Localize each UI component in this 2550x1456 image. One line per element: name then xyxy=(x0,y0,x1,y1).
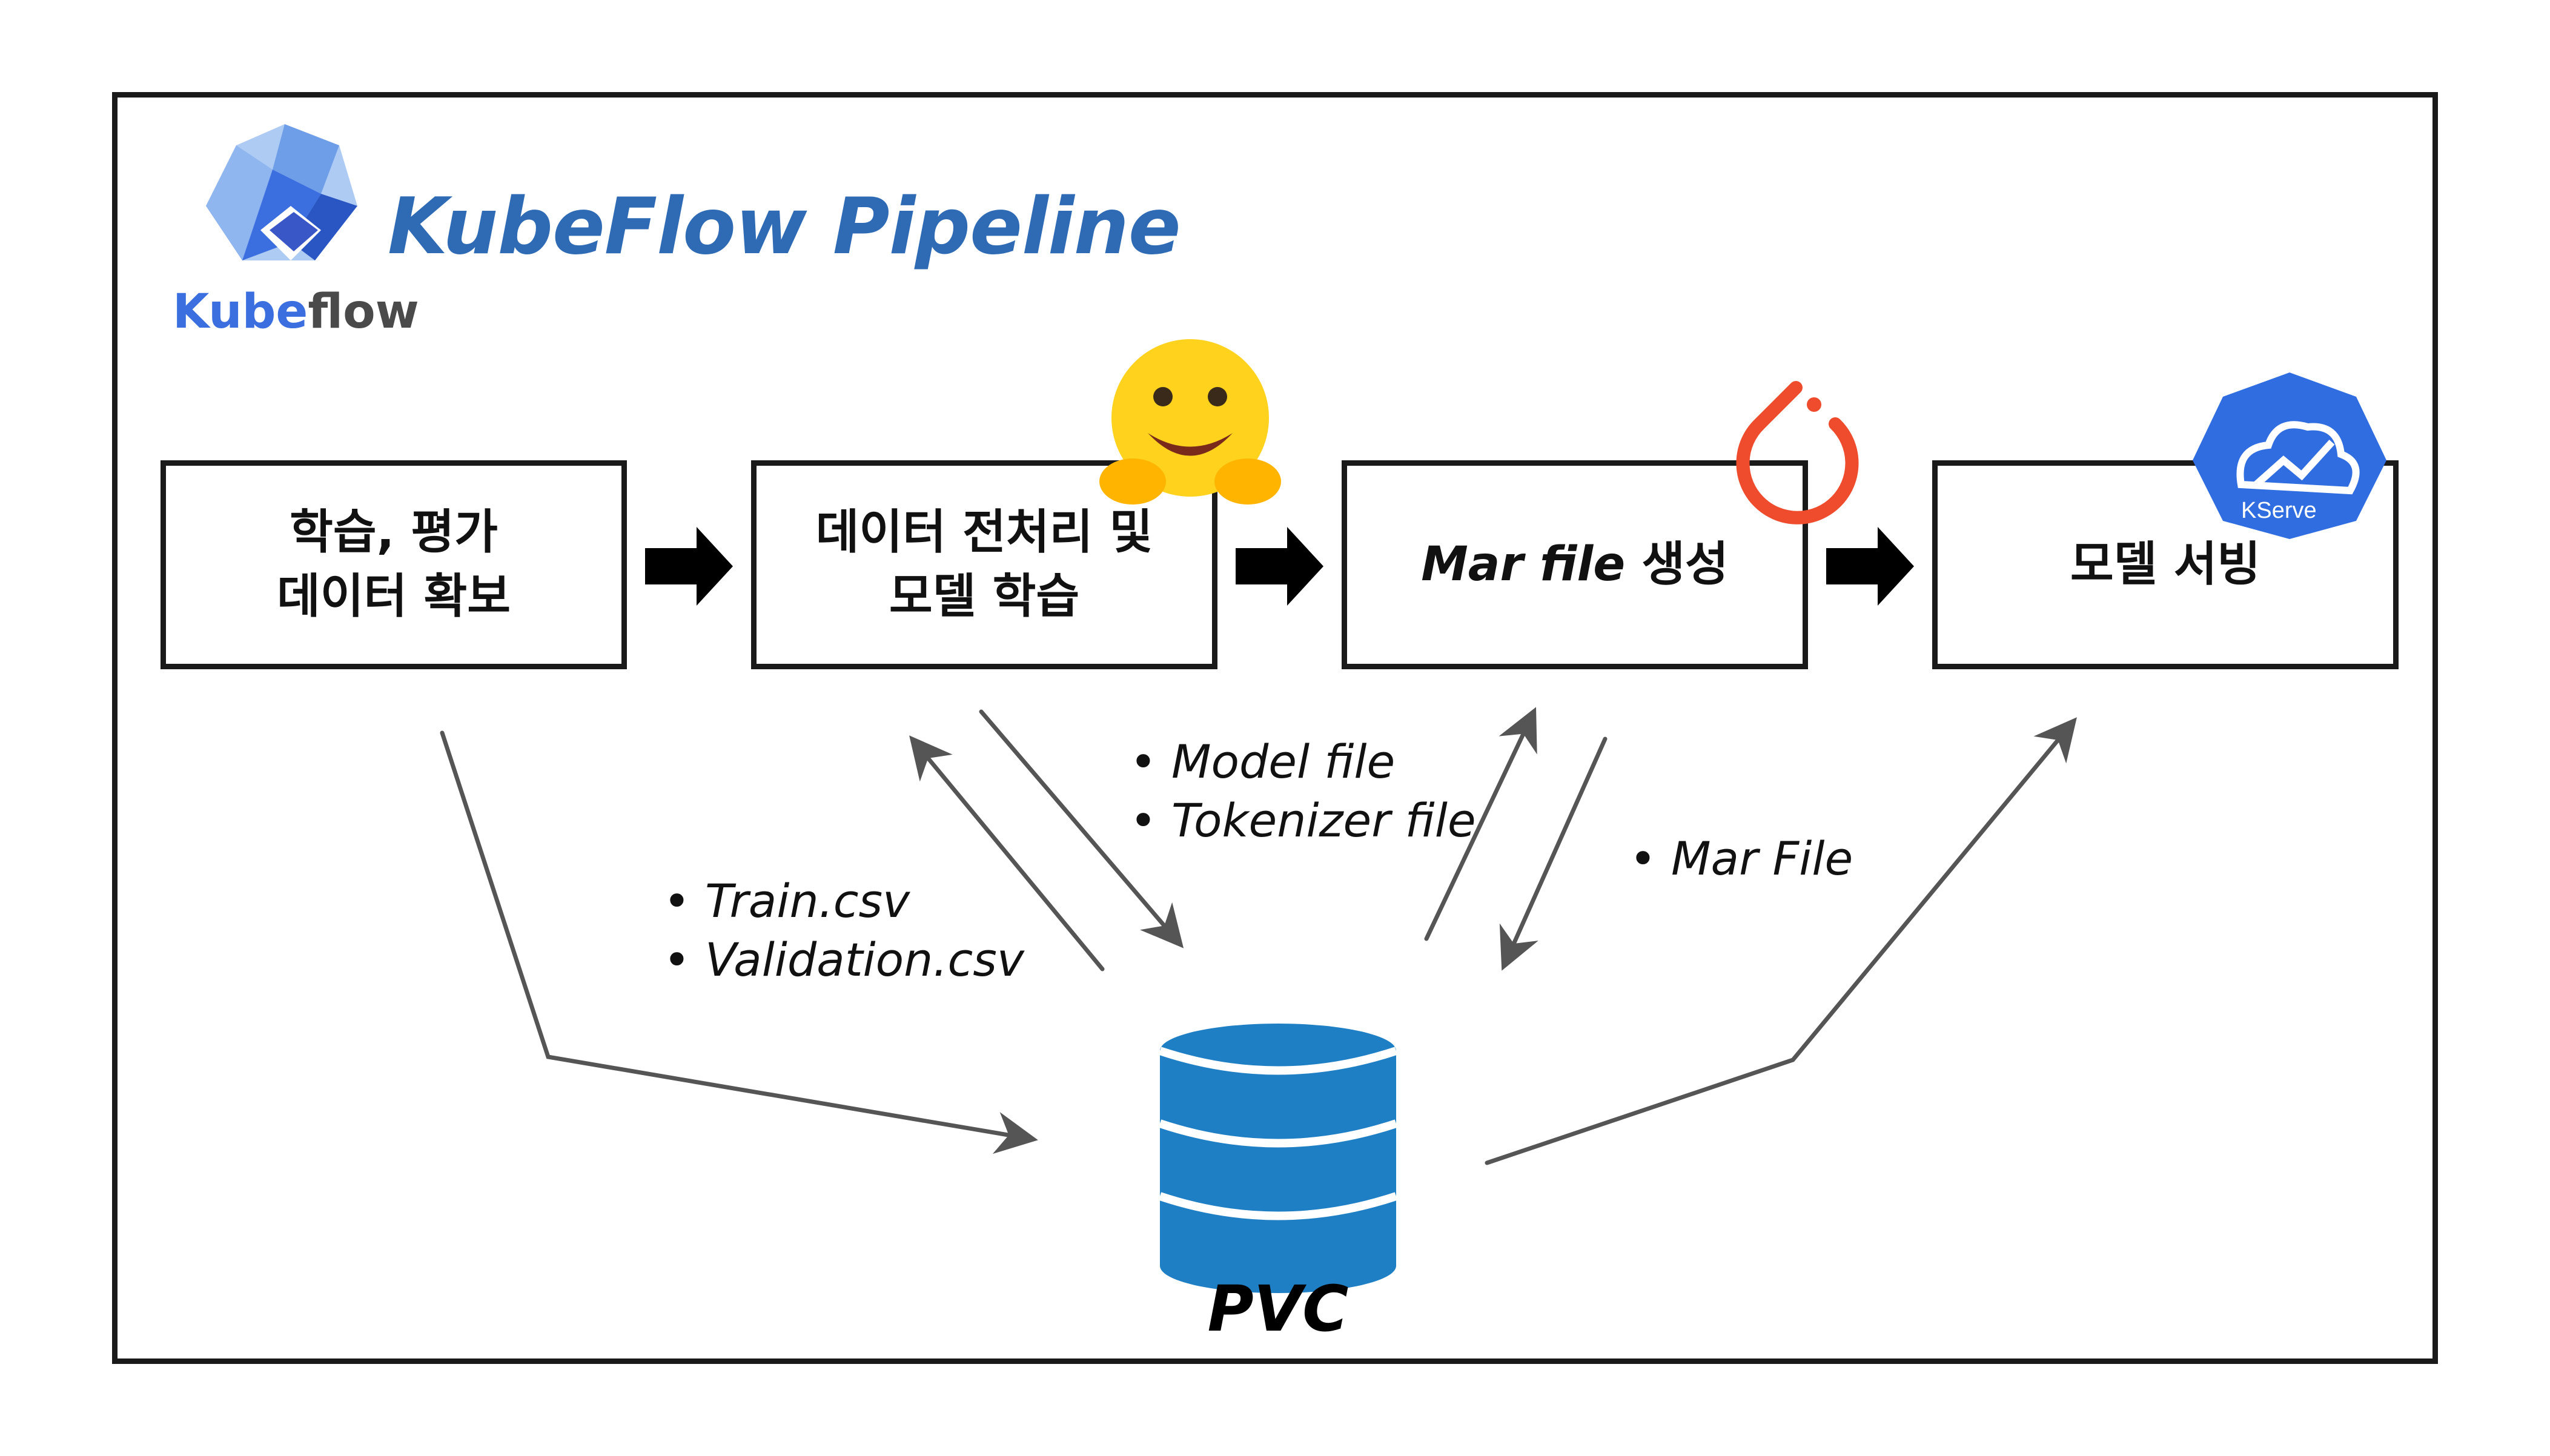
kserve-label: KServe xyxy=(2241,498,2317,523)
flow-arrow-pvc-to-mar xyxy=(1424,707,1537,941)
csv-item: • Train.csv xyxy=(663,874,910,928)
mar-item: • Mar File xyxy=(1629,832,1853,885)
step-label: 데이터 전처리 및 xyxy=(815,505,1153,560)
flow-arrow-pvc-to-train xyxy=(909,735,1105,971)
model-item: • Model file xyxy=(1130,735,1396,789)
step-arrow-icon xyxy=(645,527,733,606)
step-arrow-icon xyxy=(1826,527,1914,606)
kubeflow-brand: Kubeflow xyxy=(173,285,419,339)
csv-file-list: • Train.csv • Validation.csv xyxy=(663,872,1024,989)
step-label-italic: Mar file xyxy=(1421,537,1626,592)
flow-arrow-mar-to-pvc xyxy=(1499,736,1608,971)
step-label: 모델 서빙 xyxy=(2070,537,2261,592)
csv-item: • Validation.csv xyxy=(663,932,1024,987)
kserve-icon xyxy=(2193,372,2386,539)
model-file-list: • Model file • Tokenizer file xyxy=(1130,733,1476,850)
mar-file-list: • Mar File xyxy=(1629,830,1853,888)
flow-arrow-data-to-pvc xyxy=(440,730,1038,1154)
step-arrow-icon xyxy=(1236,527,1323,606)
pytorch-icon xyxy=(1736,381,1859,524)
step-data-acquisition: 학습, 평가 데이터 확보 xyxy=(161,460,627,669)
step-label: 생성 xyxy=(1625,537,1729,592)
step-mar-file: Mar file 생성 xyxy=(1342,460,1808,669)
kubeflow-logo-icon xyxy=(206,124,357,260)
hugging-face-icon xyxy=(1099,339,1281,505)
model-item: • Tokenizer file xyxy=(1130,793,1476,847)
pipeline-frame xyxy=(112,92,2438,1364)
flow-arrow-train-to-pvc xyxy=(979,709,1184,948)
step-label: 데이터 확보 xyxy=(277,569,511,624)
page-title: KubeFlow Pipeline xyxy=(388,182,1181,272)
flow-arrow-pvc-to-serving xyxy=(1485,717,2077,1165)
pvc-label: PVC xyxy=(1207,1272,1349,1346)
database-icon xyxy=(1158,1024,1398,1293)
step-label: 학습, 평가 xyxy=(290,505,498,560)
step-label: 모델 학습 xyxy=(889,569,1080,624)
